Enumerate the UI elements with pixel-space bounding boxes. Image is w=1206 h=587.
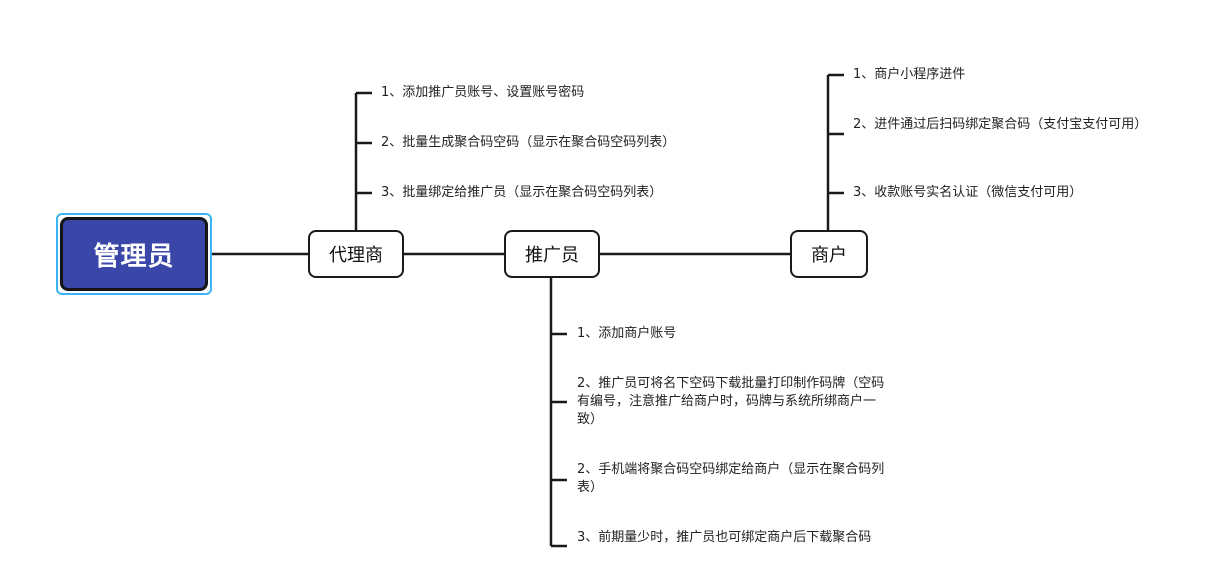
agent-item[interactable]: 1、添加推广员账号、设置账号密码 xyxy=(381,85,585,100)
merchant-item[interactable]: 3、收款账号实名认证（微信支付可用） xyxy=(853,185,1083,200)
root-node-admin[interactable]: 管理员 xyxy=(60,217,208,291)
promoter-item[interactable]: 2、推广员可将名下空码下载批量打印制作码牌（空码有编号，注意推广给商户时，码牌与… xyxy=(577,376,885,427)
root-node-selection-outline xyxy=(56,213,212,295)
node-merchant[interactable]: 商户 xyxy=(790,230,868,278)
merchant-item[interactable]: 1、商户小程序进件 xyxy=(853,67,966,82)
merchant-item[interactable]: 2、进件通过后扫码绑定聚合码（支付宝支付可用） xyxy=(853,117,1148,132)
agent-item[interactable]: 2、批量生成聚合码空码（显示在聚合码空码列表） xyxy=(381,135,676,150)
promoter-item[interactable]: 3、前期量少时，推广员也可绑定商户后下载聚合码 xyxy=(577,530,872,545)
node-agent[interactable]: 代理商 xyxy=(308,230,404,278)
agent-item[interactable]: 3、批量绑定给推广员（显示在聚合码空码列表） xyxy=(381,185,663,200)
promoter-item[interactable]: 2、手机端将聚合码空码绑定给商户（显示在聚合码列表） xyxy=(577,462,885,495)
node-promoter[interactable]: 推广员 xyxy=(504,230,600,278)
promoter-item[interactable]: 1、添加商户账号 xyxy=(577,326,677,341)
